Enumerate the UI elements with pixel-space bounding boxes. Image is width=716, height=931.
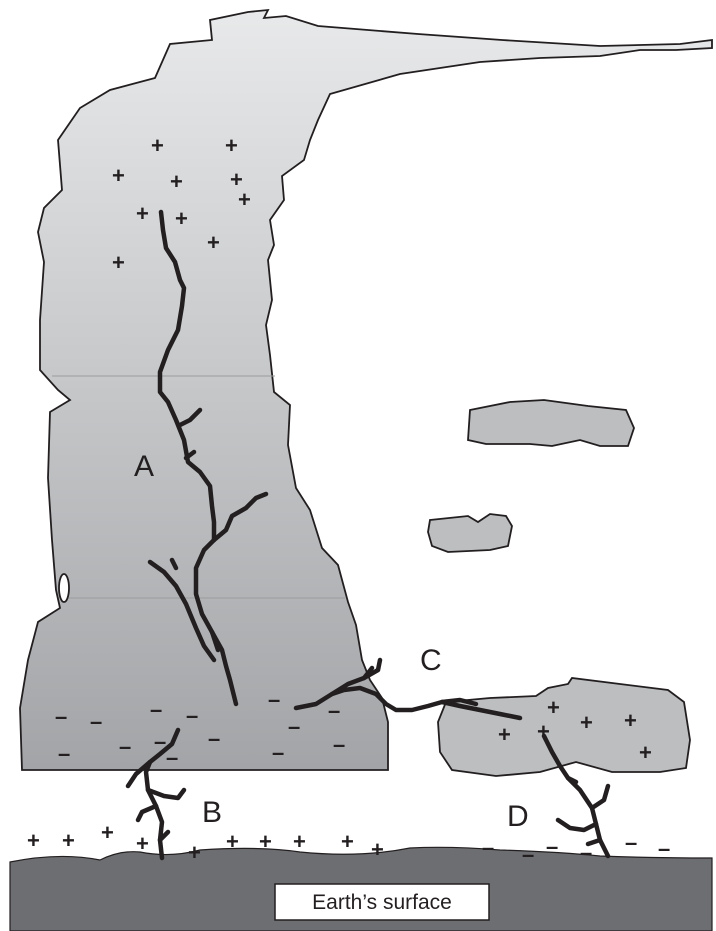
small-cloud-lower	[427, 513, 513, 553]
plus-sign: +	[112, 250, 125, 275]
lightning-bolt-b	[125, 727, 187, 861]
plus-sign: +	[639, 740, 652, 765]
plus-sign: +	[624, 708, 637, 733]
minus-sign: –	[268, 687, 280, 712]
label-d: D	[507, 800, 529, 833]
minus-sign: –	[625, 830, 637, 855]
minus-sign: –	[119, 734, 131, 759]
minus-sign: –	[658, 836, 670, 861]
minus-sign: –	[150, 697, 162, 722]
lightning-bolt-c	[293, 657, 523, 721]
plus-sign: +	[151, 133, 164, 158]
positive-cloud	[437, 677, 691, 777]
lightning-bolt-d	[541, 733, 611, 859]
plus-sign: +	[226, 829, 239, 854]
positive-charges-ground: + + + + + + + + + +	[27, 820, 384, 865]
surface-label-box: Earth’s surface	[274, 883, 490, 921]
minus-sign: –	[208, 726, 220, 751]
plus-sign: +	[136, 831, 149, 856]
minus-sign: –	[546, 834, 558, 859]
plus-sign: +	[238, 187, 251, 212]
positive-charges-cloud-top: + + + + + + + + + +	[112, 133, 251, 275]
label-a: A	[134, 450, 154, 483]
minus-sign: –	[333, 732, 345, 757]
plus-sign: +	[225, 133, 238, 158]
plus-sign: +	[498, 722, 511, 747]
plus-sign: +	[547, 695, 560, 720]
negative-charges-cloud-base: – – – – – – – – – – – – – –	[55, 687, 345, 770]
minus-sign: –	[166, 745, 178, 770]
label-c: C	[420, 644, 442, 677]
plus-sign: +	[207, 230, 220, 255]
plus-sign: +	[170, 169, 183, 194]
minus-sign: –	[288, 714, 300, 739]
small-cloud-upper	[467, 399, 635, 447]
plus-sign: +	[230, 167, 243, 192]
negative-charges-ground: – – – – – –	[482, 830, 670, 867]
plus-sign: +	[27, 828, 40, 853]
plus-sign: +	[293, 829, 306, 854]
minus-sign: –	[186, 703, 198, 728]
minus-sign: –	[55, 704, 67, 729]
lightning-bolt-a	[147, 209, 269, 707]
plus-sign: +	[341, 829, 354, 854]
plus-sign: +	[101, 820, 114, 845]
minus-sign: –	[272, 740, 284, 765]
surface-label: Earth’s surface	[312, 891, 452, 914]
plus-sign: +	[580, 710, 593, 735]
minus-sign: –	[90, 709, 102, 734]
label-b: B	[202, 796, 222, 829]
minus-sign: –	[482, 835, 494, 860]
positive-charges-right-cloud: + + + + + +	[498, 695, 652, 765]
plus-sign: +	[371, 837, 384, 862]
minus-sign: –	[58, 741, 70, 766]
plus-sign: +	[112, 163, 125, 188]
plus-sign: +	[62, 828, 75, 853]
plus-sign: +	[175, 206, 188, 231]
minus-sign: –	[522, 842, 534, 867]
minus-sign: –	[328, 698, 340, 723]
thunderstorm-cloud	[19, 8, 713, 771]
minus-sign: –	[580, 840, 592, 865]
minus-sign: –	[154, 729, 166, 754]
plus-sign: +	[188, 840, 201, 865]
plus-sign: +	[136, 201, 149, 226]
plus-sign: +	[537, 719, 550, 744]
plus-sign: +	[259, 829, 272, 854]
